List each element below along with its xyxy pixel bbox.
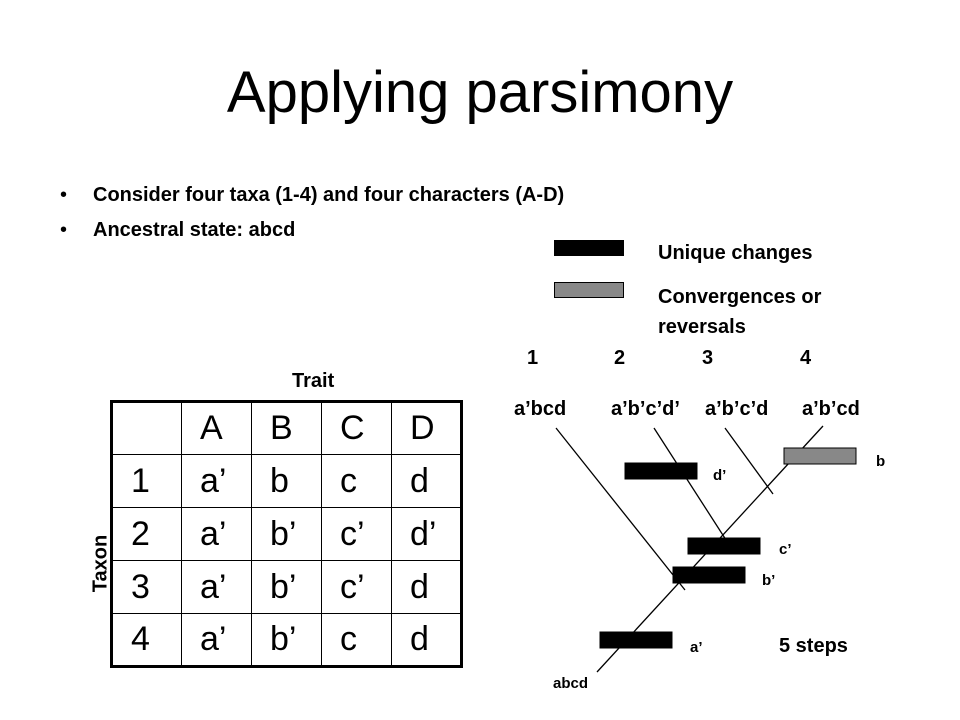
bullet-list: • Consider four taxa (1-4) and four chara… — [60, 178, 564, 248]
taxon-number-4: 4 — [800, 347, 812, 369]
table-cell: b’ — [251, 613, 322, 667]
change-label-b-reversal: b — [876, 453, 886, 470]
table-cell: a’ — [181, 560, 252, 614]
table-row: 2 a’ b’ c’ d’ — [111, 507, 462, 561]
tree-branch-taxon-2 — [653, 427, 729, 544]
change-bar-b-reversal — [783, 447, 857, 465]
table-cell: a’ — [181, 613, 252, 667]
table-row: 4 a’ b’ c d — [111, 613, 462, 667]
taxon-number-2: 2 — [614, 347, 626, 369]
table-cell: d — [391, 454, 462, 508]
change-label-c: c’ — [779, 541, 792, 558]
table-cell: 1 — [111, 454, 182, 508]
change-label-b: b’ — [762, 572, 776, 589]
bullet-text: Ancestral state: abcd — [93, 219, 296, 241]
taxon-state-2: a’b’c’d’ — [611, 398, 680, 420]
tree-branch-taxon-3 — [724, 427, 774, 495]
taxon-state-1: a’bcd — [514, 398, 567, 420]
table-cell: c’ — [321, 507, 392, 561]
bullet-item: • Ancestral state: abcd — [60, 213, 564, 248]
steps-count-label: 5 steps — [779, 635, 848, 657]
table-header-cell: B — [251, 401, 322, 455]
bullet-dot-icon: • — [60, 219, 68, 241]
root-state-label: abcd — [553, 675, 589, 692]
legend-unique-label: Unique changes — [658, 242, 813, 264]
change-label-d: d’ — [713, 467, 727, 484]
change-bar-d — [624, 462, 698, 480]
table-cell: a’ — [181, 454, 252, 508]
legend-convergence-label-2: reversals — [658, 316, 746, 338]
table-cell: b — [251, 454, 322, 508]
slide-title: Applying parsimony — [226, 60, 734, 125]
table-cell: d — [391, 613, 462, 667]
table-cell: c — [321, 454, 392, 508]
change-bar-a — [599, 631, 673, 649]
bullet-dot-icon: • — [60, 184, 68, 206]
change-bar-b — [672, 566, 746, 584]
table-cell: b’ — [251, 507, 322, 561]
table-header-cell: D — [391, 401, 462, 455]
table-row: 1 a’ b c d — [111, 454, 462, 508]
bullet-text: Consider four taxa (1-4) and four charac… — [93, 184, 565, 206]
bullet-item: • Consider four taxa (1-4) and four chara… — [60, 178, 564, 213]
table-cell: a’ — [181, 507, 252, 561]
table-header-row: A B C D — [111, 401, 462, 455]
legend-convergence-label-1: Convergences or — [658, 286, 822, 308]
taxon-state-4: a’b’cd — [802, 398, 860, 420]
tree-branch-taxon-1 — [555, 427, 686, 591]
legend-unique-swatch — [554, 240, 624, 256]
taxon-number-3: 3 — [702, 347, 714, 369]
table-cell: d — [391, 560, 462, 614]
table-cell: c — [321, 613, 392, 667]
legend-convergence-swatch — [554, 282, 624, 298]
change-label-a: a’ — [690, 639, 703, 656]
trait-matrix-table: A B C D 1 a’ b c d 2 a’ b’ c’ d’ 3 a’ b’… — [110, 400, 463, 668]
taxon-state-3: a’b’c’d — [705, 398, 769, 420]
taxon-number-1: 1 — [527, 347, 539, 369]
table-cell: d’ — [391, 507, 462, 561]
table-cell: c’ — [321, 560, 392, 614]
trait-axis-label: Trait — [292, 370, 335, 392]
change-bar-c — [687, 537, 761, 555]
